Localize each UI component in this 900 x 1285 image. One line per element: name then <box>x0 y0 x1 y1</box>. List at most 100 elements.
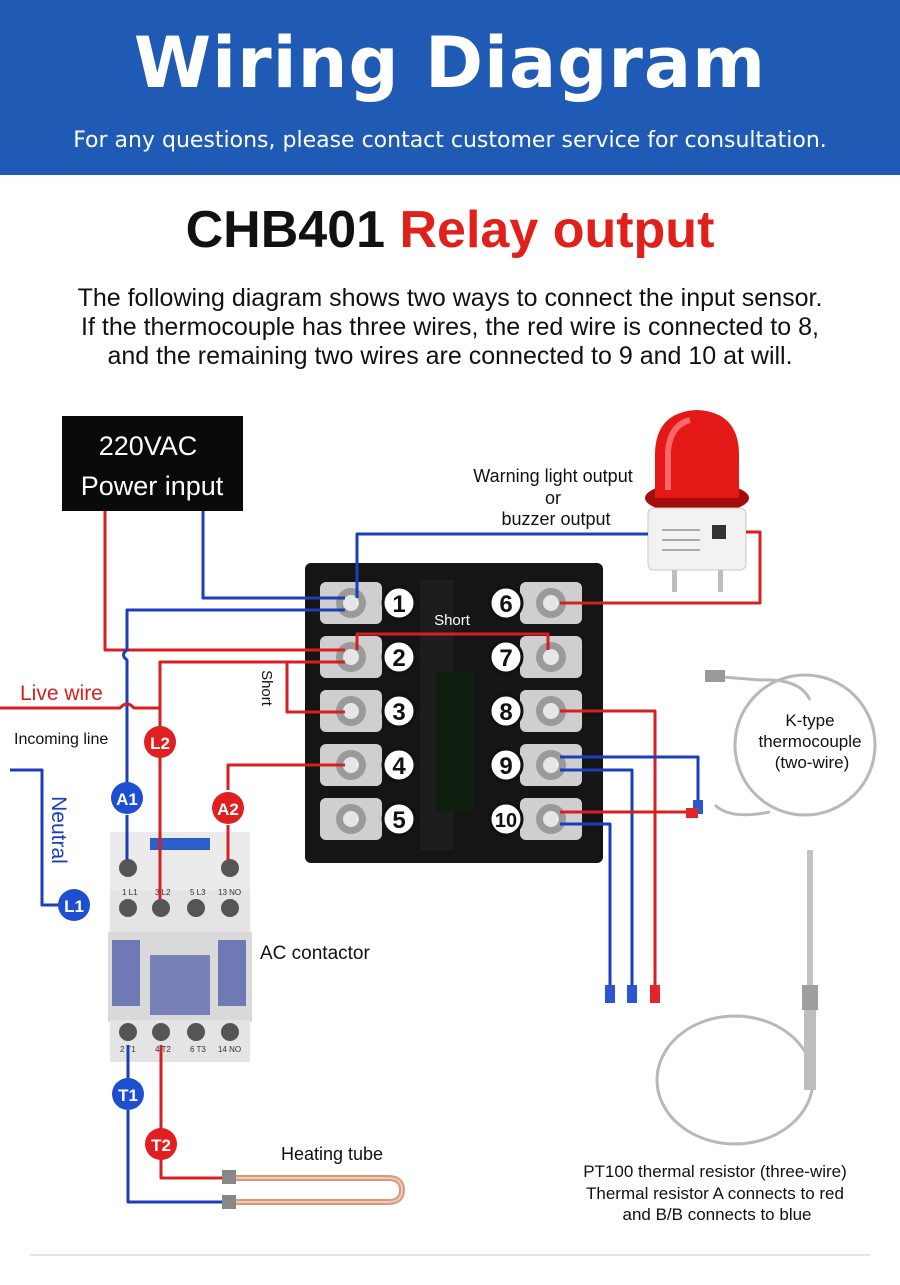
svg-text:8: 8 <box>499 699 512 726</box>
intro-line-3: and the remaining two wires are connecte… <box>107 342 793 370</box>
wire-terminal8-pt100 <box>560 709 657 985</box>
wire-power-neutral <box>201 511 345 600</box>
tag-l1: L1 <box>58 889 90 921</box>
contactor-bottom-4: 14 NO <box>218 1045 241 1054</box>
contactor-top-1: 1 L1 <box>122 888 138 897</box>
terminal-screw-2 <box>320 636 382 678</box>
svg-text:4: 4 <box>392 753 406 780</box>
contactor-top-2: 3 L2 <box>155 888 171 897</box>
wire-short-2-7 <box>355 632 550 650</box>
heating-tube <box>222 1170 406 1209</box>
contactor-bottom-3: 6 T3 <box>190 1045 206 1054</box>
short-label-top: Short <box>434 612 471 629</box>
ktype-label-2: thermocouple <box>758 732 861 751</box>
page-title: Wiring Diagram <box>133 22 767 104</box>
ac-contactor-label: AC contactor <box>260 943 370 964</box>
pt100-label-3: and B/B connects to blue <box>622 1205 811 1224</box>
k-type-thermocouple <box>705 670 877 817</box>
tag-t1: T1 <box>112 1078 144 1110</box>
ktype-label-1: K-type <box>785 711 834 730</box>
warning-light-icon <box>645 410 749 592</box>
svg-text:6: 6 <box>499 591 512 618</box>
wire-terminal4-a2 <box>226 763 345 790</box>
pt100-label-1: PT100 thermal resistor (three-wire) <box>583 1162 847 1181</box>
ktype-label-3: (two-wire) <box>775 753 850 772</box>
live-wire-label: Live wire <box>20 682 103 705</box>
contactor-top-4: 13 NO <box>218 888 241 897</box>
terminal-screw-7 <box>520 636 582 678</box>
page-subtitle: For any questions, please contact custom… <box>73 128 827 153</box>
terminal-number-6: 6 <box>488 585 524 621</box>
intro-line-2: If the thermocouple has three wires, the… <box>81 313 819 341</box>
power-line-2: Power input <box>81 471 224 501</box>
terminal-number-5: 5 <box>381 801 417 837</box>
intro-line-1: The following diagram shows two ways to … <box>77 284 823 312</box>
contactor-bottom-2: 4 T2 <box>155 1045 171 1054</box>
wiring-diagram: 220VAC Power input Warning light output … <box>0 410 877 1256</box>
svg-text:T2: T2 <box>151 1136 171 1155</box>
svg-text:9: 9 <box>499 753 512 780</box>
wire-terminal9-pt100 <box>560 768 634 985</box>
model-name: CHB401 <box>185 201 386 259</box>
output-type: Relay output <box>399 201 715 259</box>
terminal-screw-8 <box>520 690 582 732</box>
svg-text:L2: L2 <box>150 734 170 753</box>
tag-a1: A1 <box>111 782 143 814</box>
power-input-box: 220VAC Power input <box>62 416 243 511</box>
terminal-number-3: 3 <box>381 693 417 729</box>
tag-a2: A2 <box>212 792 244 824</box>
heating-tube-label: Heating tube <box>281 1144 383 1164</box>
power-line-1: 220VAC <box>99 431 198 461</box>
terminal-number-8: 8 <box>488 693 524 729</box>
ac-contactor: 1 L1 3 L2 5 L3 13 NO 2 T1 4 T2 6 T3 14 N… <box>108 832 252 1062</box>
wire-lugs <box>605 800 703 1003</box>
terminal-screw-10 <box>520 798 582 840</box>
warning-label-3: buzzer output <box>501 509 610 529</box>
contactor-top-3: 5 L3 <box>190 888 206 897</box>
header-banner: Wiring Diagram For any questions, please… <box>0 0 900 175</box>
svg-text:L1: L1 <box>64 897 84 916</box>
wire-terminal10-pt100 <box>560 822 612 985</box>
neutral-label: Neutral <box>47 796 70 864</box>
svg-text:T1: T1 <box>118 1086 138 1105</box>
terminal-screw-6 <box>520 582 582 624</box>
warning-label-1: Warning light output <box>473 466 632 486</box>
svg-text:5: 5 <box>392 807 405 834</box>
svg-text:7: 7 <box>499 645 512 672</box>
intro-text: The following diagram shows two ways to … <box>20 284 880 371</box>
svg-text:A2: A2 <box>217 800 239 819</box>
svg-text:10: 10 <box>495 810 517 832</box>
svg-text:3: 3 <box>392 699 405 726</box>
wire-short-2-3 <box>285 660 345 714</box>
model-heading: CHB401 Relay output <box>0 200 900 260</box>
svg-text:A1: A1 <box>116 790 138 809</box>
svg-text:1: 1 <box>392 591 405 618</box>
terminal-number-9: 9 <box>488 747 524 783</box>
wire-terminal1-a1 <box>122 608 345 790</box>
pt100-probe <box>655 850 818 1146</box>
terminal-number-2: 2 <box>381 639 417 675</box>
incoming-line-label: Incoming line <box>14 731 108 748</box>
terminal-screw-3 <box>320 690 382 732</box>
short-label-side: Short <box>258 670 275 707</box>
wire-t2-heater <box>159 1158 222 1180</box>
terminal-number-7: 7 <box>488 639 524 675</box>
terminal-screw-5 <box>320 798 382 840</box>
terminal-number-1: 1 <box>381 585 417 621</box>
wire-t1-heater <box>126 1110 222 1204</box>
wire-neutral-in <box>10 768 62 907</box>
terminal-number-4: 4 <box>381 747 417 783</box>
wire-live-in <box>0 702 160 710</box>
terminal-screw-9 <box>520 744 582 786</box>
tag-t2: T2 <box>145 1128 177 1160</box>
warning-label-2: or <box>545 488 561 508</box>
terminal-screw-1 <box>320 582 382 624</box>
svg-text:2: 2 <box>392 645 405 672</box>
wire-warning-red <box>560 530 762 605</box>
wires <box>0 511 762 1204</box>
terminal-screw-4 <box>320 744 382 786</box>
wire-terminal9-ktype <box>560 755 700 800</box>
wire-warning-blue <box>355 532 648 598</box>
terminal-number-10: 10 <box>488 801 524 837</box>
pt100-label-2: Thermal resistor A connects to red <box>586 1184 844 1203</box>
